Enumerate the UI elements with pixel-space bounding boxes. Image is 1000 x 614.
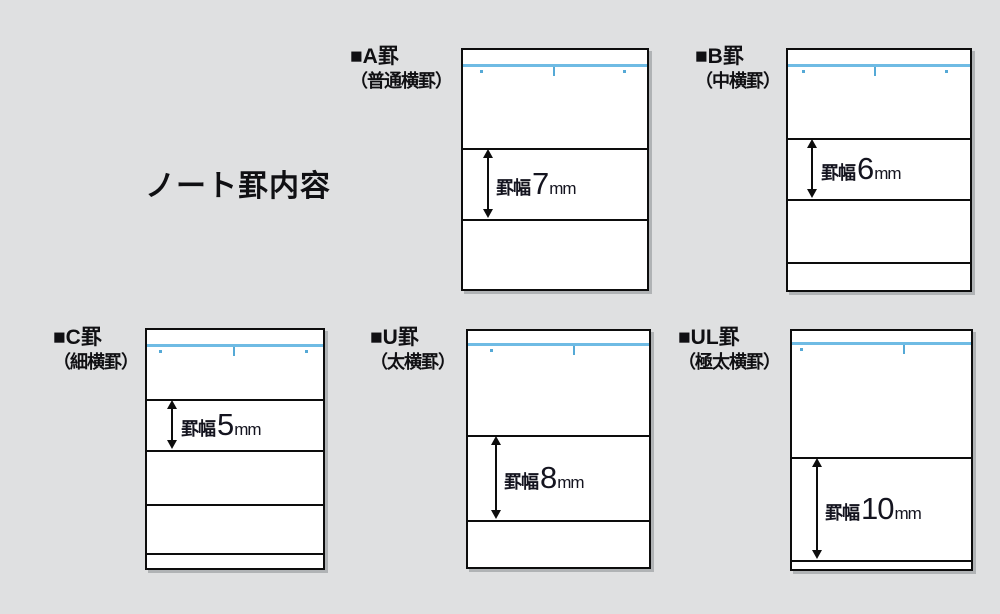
margin-line: [463, 64, 647, 67]
alignment-dot: [305, 350, 309, 353]
alignment-tick: [572, 346, 575, 355]
rule-line: [147, 399, 323, 401]
rule-line: [463, 148, 647, 150]
width-value: 7: [532, 165, 549, 201]
width-label-prefix: 罫幅: [181, 418, 216, 439]
alignment-dot: [623, 70, 627, 73]
width-arrow: [167, 399, 177, 450]
ruling-c-subname: （細横罫）: [53, 352, 139, 372]
width-value: 5: [217, 406, 234, 442]
ruling-u-name: ■U罫: [370, 326, 419, 349]
ruling-a-subname: （普通横罫）: [350, 71, 453, 91]
width-label: 罫幅8mm: [504, 435, 585, 520]
rule-line: [788, 262, 970, 264]
ruling-c-sample: 罫幅5mm: [145, 328, 325, 570]
ruling-c-name: ■C罫: [53, 326, 102, 349]
ruling-u-label: ■U罫 （太横罫）: [370, 325, 456, 374]
margin-line: [147, 344, 323, 347]
ruling-c-label: ■C罫 （細横罫）: [53, 325, 139, 374]
rule-line: [147, 504, 323, 506]
ruling-a-sample: 罫幅7mm: [461, 48, 649, 291]
width-unit: mm: [557, 472, 584, 492]
alignment-tick: [873, 67, 876, 76]
alignment-tick: [553, 67, 556, 76]
rule-line: [788, 199, 970, 201]
margin-line: [788, 64, 970, 67]
alignment-tick: [233, 347, 236, 356]
width-arrow: [807, 138, 817, 199]
width-arrow: [812, 457, 822, 560]
width-label-prefix: 罫幅: [496, 177, 531, 198]
rule-line: [468, 520, 649, 522]
width-value: 10: [861, 490, 894, 526]
ruling-a-label: ■A罫 （普通横罫）: [350, 44, 453, 93]
width-arrow: [483, 148, 493, 219]
width-label: 罫幅7mm: [496, 148, 577, 219]
alignment-dot: [801, 70, 805, 73]
ruling-u-sample: 罫幅8mm: [466, 329, 651, 569]
alignment-dot: [479, 70, 483, 73]
alignment-dot: [159, 350, 163, 353]
alignment-dot: [944, 70, 948, 73]
ruling-b-name: ■B罫: [695, 45, 744, 68]
width-unit: mm: [234, 419, 261, 439]
width-unit: mm: [874, 163, 901, 183]
width-label: 罫幅10mm: [825, 457, 922, 560]
width-label-prefix: 罫幅: [504, 471, 539, 492]
alignment-dot: [489, 349, 493, 352]
width-label: 罫幅5mm: [181, 399, 262, 450]
rule-line: [792, 560, 971, 562]
rule-line: [147, 450, 323, 452]
width-label-prefix: 罫幅: [821, 162, 856, 183]
width-value: 6: [857, 150, 874, 186]
ruling-b-sample: 罫幅6mm: [786, 48, 972, 292]
alignment-tick: [902, 345, 905, 354]
ruling-u-subname: （太横罫）: [370, 352, 456, 372]
margin-line: [792, 342, 971, 345]
ruling-ul-name: ■UL罫: [678, 326, 740, 349]
ruling-ul-subname: （極太横罫）: [678, 352, 781, 372]
ruling-ul-sample: 罫幅10mm: [790, 329, 973, 571]
rule-line: [468, 435, 649, 437]
ruling-ul-label: ■UL罫 （極太横罫）: [678, 325, 781, 374]
width-arrow: [491, 435, 501, 520]
width-label-prefix: 罫幅: [825, 502, 860, 523]
alignment-dot: [800, 348, 804, 351]
margin-line: [468, 343, 649, 346]
width-unit: mm: [549, 178, 576, 198]
width-unit: mm: [894, 503, 921, 523]
page-title: ノート罫内容: [145, 170, 331, 203]
rule-line: [463, 219, 647, 221]
ruling-b-subname: （中横罫）: [695, 71, 781, 91]
ruling-b-label: ■B罫 （中横罫）: [695, 44, 781, 93]
width-value: 8: [540, 459, 557, 495]
width-label: 罫幅6mm: [821, 138, 902, 199]
rule-line: [792, 457, 971, 459]
rule-line: [788, 138, 970, 140]
ruling-a-name: ■A罫: [350, 45, 399, 68]
rule-line: [147, 553, 323, 555]
